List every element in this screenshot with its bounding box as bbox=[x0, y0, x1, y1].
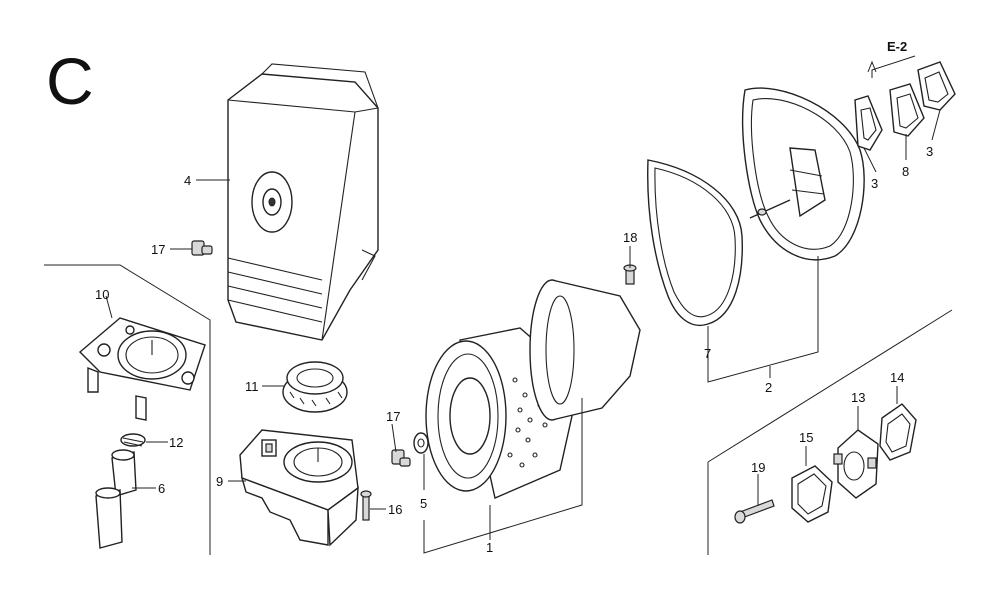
hose-clamp bbox=[120, 433, 146, 447]
callout-9: 9 bbox=[216, 474, 223, 489]
callout-17-upper: 17 bbox=[151, 242, 165, 257]
callout-11: 11 bbox=[245, 379, 259, 394]
callout-19: 19 bbox=[751, 460, 765, 475]
callout-8: 8 bbox=[902, 164, 909, 179]
gasket-upper-right bbox=[917, 61, 956, 111]
callout-12: 12 bbox=[169, 435, 183, 450]
callout-18: 18 bbox=[623, 230, 637, 245]
air-cleaner-cover bbox=[227, 63, 379, 341]
callout-2: 2 bbox=[765, 380, 772, 395]
gasket-upper-left bbox=[854, 95, 883, 151]
callout-16: 16 bbox=[388, 502, 402, 517]
wing-nut-upper bbox=[191, 240, 213, 256]
callout-6: 6 bbox=[158, 481, 165, 496]
callout-13: 13 bbox=[851, 390, 865, 405]
carburetor-gasket-left bbox=[791, 465, 833, 523]
section-letter: C bbox=[46, 44, 94, 118]
flange-bolt bbox=[734, 499, 775, 524]
callout-15: 15 bbox=[799, 430, 813, 445]
callout-17-lower: 17 bbox=[386, 409, 400, 424]
foam-element bbox=[529, 279, 641, 421]
back-plate bbox=[742, 87, 865, 261]
callout-1: 1 bbox=[486, 540, 493, 555]
frame-lines bbox=[44, 264, 953, 555]
callout-3-left: 3 bbox=[871, 176, 878, 191]
washer bbox=[413, 432, 429, 454]
insulator bbox=[889, 83, 925, 137]
callout-4: 4 bbox=[184, 173, 191, 188]
carburetor-insulator bbox=[833, 429, 879, 499]
gasket-plate bbox=[78, 317, 206, 421]
callout-3-right: 3 bbox=[926, 144, 933, 159]
reference-arrow: E-2 bbox=[867, 39, 916, 78]
case-bolt bbox=[360, 490, 372, 521]
callout-10: 10 bbox=[95, 287, 109, 302]
callout-14: 14 bbox=[890, 370, 904, 385]
callouts: 4 17 10 11 12 6 9 16 17 5 1 18 7 2 3 8 3… bbox=[95, 144, 933, 555]
breather-tube bbox=[95, 449, 137, 549]
callout-7: 7 bbox=[704, 346, 711, 361]
reference-label: E-2 bbox=[887, 39, 907, 54]
air-cleaner-case bbox=[239, 429, 359, 547]
collar bbox=[282, 361, 348, 413]
leader-lines bbox=[105, 109, 941, 554]
callout-5-washer: 5 bbox=[420, 496, 427, 511]
carburetor-gasket-right bbox=[879, 403, 917, 461]
packing bbox=[647, 159, 743, 327]
wing-nut-lower bbox=[391, 449, 411, 467]
